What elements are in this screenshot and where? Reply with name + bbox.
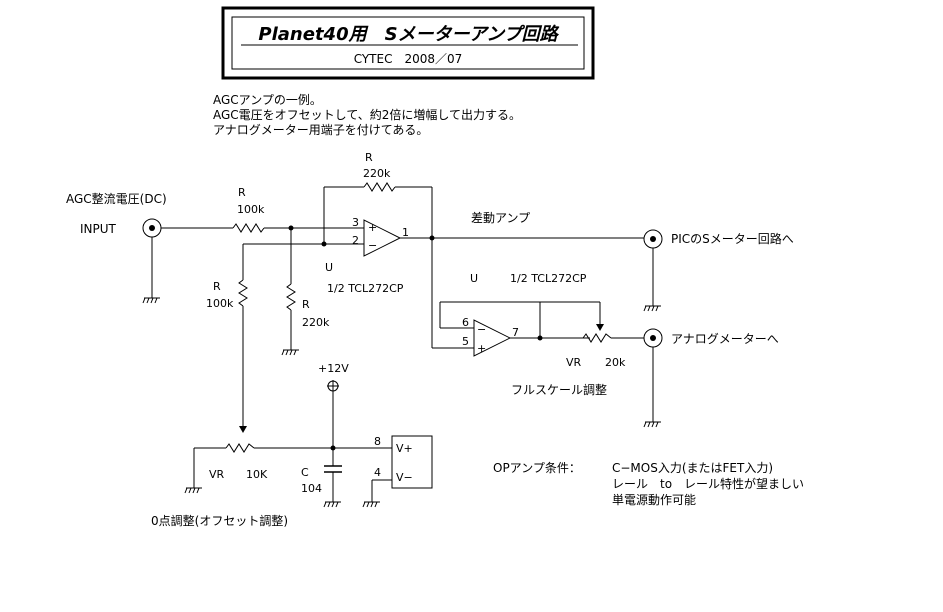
subtitle: CYTEC 2008／07 — [354, 52, 463, 66]
svg-text:104: 104 — [301, 482, 322, 495]
ground-icon — [184, 487, 202, 494]
conditions-heading: OPアンプ条件： — [493, 461, 581, 475]
svg-text:R: R — [213, 280, 221, 293]
svg-text:4: 4 — [374, 466, 381, 479]
opamp-2-part: 1/2 TCL272CP — [510, 272, 587, 285]
svg-text:+: + — [477, 342, 486, 355]
condition-line: レール to レール特性が望ましい — [612, 476, 804, 491]
opamp-1-triangle — [363, 219, 402, 257]
capacitor: C 104 — [301, 448, 342, 508]
svg-text:VR: VR — [566, 356, 582, 369]
svg-text:100k: 100k — [237, 203, 265, 216]
svg-text:8: 8 — [374, 435, 381, 448]
resistor-input: R 100k — [232, 186, 265, 233]
vr-zero-caption: 0点調整(オフセット調整) — [151, 513, 288, 528]
opamp-2-unit: U — [470, 272, 478, 285]
svg-text:6: 6 — [462, 316, 469, 329]
ground-icon — [643, 305, 661, 312]
svg-text:R: R — [365, 151, 373, 164]
svg-text:20k: 20k — [605, 356, 626, 369]
opamp-1: 3 2 + − 1 U 1/2 TCL272CP 差動アンプ — [325, 211, 530, 295]
svg-text:100k: 100k — [206, 297, 234, 310]
svg-text:220k: 220k — [363, 167, 391, 180]
input-label: INPUT — [80, 222, 117, 236]
svg-text:V+: V+ — [396, 442, 413, 455]
opamp-2: 6 5 − + 7 U 1/2 TCL272CP — [439, 272, 590, 357]
note-line: AGCアンプの一例。 — [213, 93, 322, 107]
opamp-2-triangle — [473, 319, 512, 357]
output-2-connector: アナログメーターへ — [643, 328, 779, 428]
notes: AGCアンプの一例。 AGC電圧をオフセットして、約2倍に増幅して出力する。 ア… — [213, 93, 521, 137]
svg-text:5: 5 — [462, 335, 469, 348]
title-inner-frame — [231, 16, 585, 70]
title: Planet40用 Sメーターアンプ回路 — [258, 24, 559, 45]
ground-icon — [142, 297, 160, 304]
ground-icon — [643, 421, 661, 428]
svg-text:+: + — [368, 221, 377, 234]
input-connector: AGC整流電圧(DC) INPUT — [66, 191, 233, 304]
svg-text:3: 3 — [352, 216, 359, 229]
input-heading: AGC整流電圧(DC) — [66, 191, 167, 206]
vr-fullscale: VR 20k フルスケール調整 — [511, 301, 626, 397]
output-1-label: PICのSメーター回路へ — [671, 231, 794, 246]
ground-icon — [362, 501, 380, 508]
vr-fullscale-caption: フルスケール調整 — [511, 382, 607, 397]
supply-12v: +12V — [318, 362, 349, 451]
ic-power-pins: 8 V+ 4 V− — [360, 435, 433, 508]
note-line: AGC電圧をオフセットして、約2倍に増幅して出力する。 — [213, 107, 521, 122]
output-2-label: アナログメーターへ — [671, 332, 779, 346]
ground-icon — [281, 349, 299, 356]
output-1-connector: PICのSメーター回路へ — [643, 229, 794, 312]
svg-text:R: R — [302, 298, 310, 311]
opamp-1-part: 1/2 TCL272CP — [327, 282, 404, 295]
ic-power-box — [391, 435, 433, 489]
resistor-offset: R 100k — [206, 244, 248, 433]
supply-label: +12V — [318, 362, 349, 375]
opamp-conditions: OPアンプ条件： C−MOS入力(またはFET入力) レール to レール特性が… — [493, 461, 804, 507]
vr-zero: VR 10K 0点調整(オフセット調整) — [151, 443, 360, 528]
svg-text:−: − — [477, 323, 486, 336]
junction-dot — [537, 335, 543, 341]
condition-line: C−MOS入力(またはFET入力) — [612, 461, 773, 475]
note-line: アナログメーター用端子を付けてある。 — [213, 123, 428, 137]
svg-text:VR: VR — [209, 468, 225, 481]
svg-text:10K: 10K — [246, 468, 268, 481]
svg-text:C: C — [301, 466, 309, 479]
condition-line: 単電源動作可能 — [612, 493, 696, 507]
svg-text:−: − — [368, 239, 377, 252]
svg-text:220k: 220k — [302, 316, 330, 329]
opamp-1-unit: U — [325, 261, 333, 274]
svg-text:7: 7 — [512, 326, 519, 339]
junction-dot — [321, 241, 327, 247]
svg-text:1: 1 — [402, 226, 409, 239]
resistor-ground: R 220k — [281, 228, 330, 356]
svg-text:V−: V− — [396, 471, 413, 484]
svg-text:2: 2 — [352, 234, 359, 247]
ground-icon — [323, 501, 341, 508]
title-block: Planet40用 Sメーターアンプ回路 CYTEC 2008／07 — [221, 6, 595, 80]
resistor-feedback: R 220k — [363, 151, 396, 192]
svg-text:R: R — [238, 186, 246, 199]
opamp-1-label: 差動アンプ — [471, 211, 530, 225]
